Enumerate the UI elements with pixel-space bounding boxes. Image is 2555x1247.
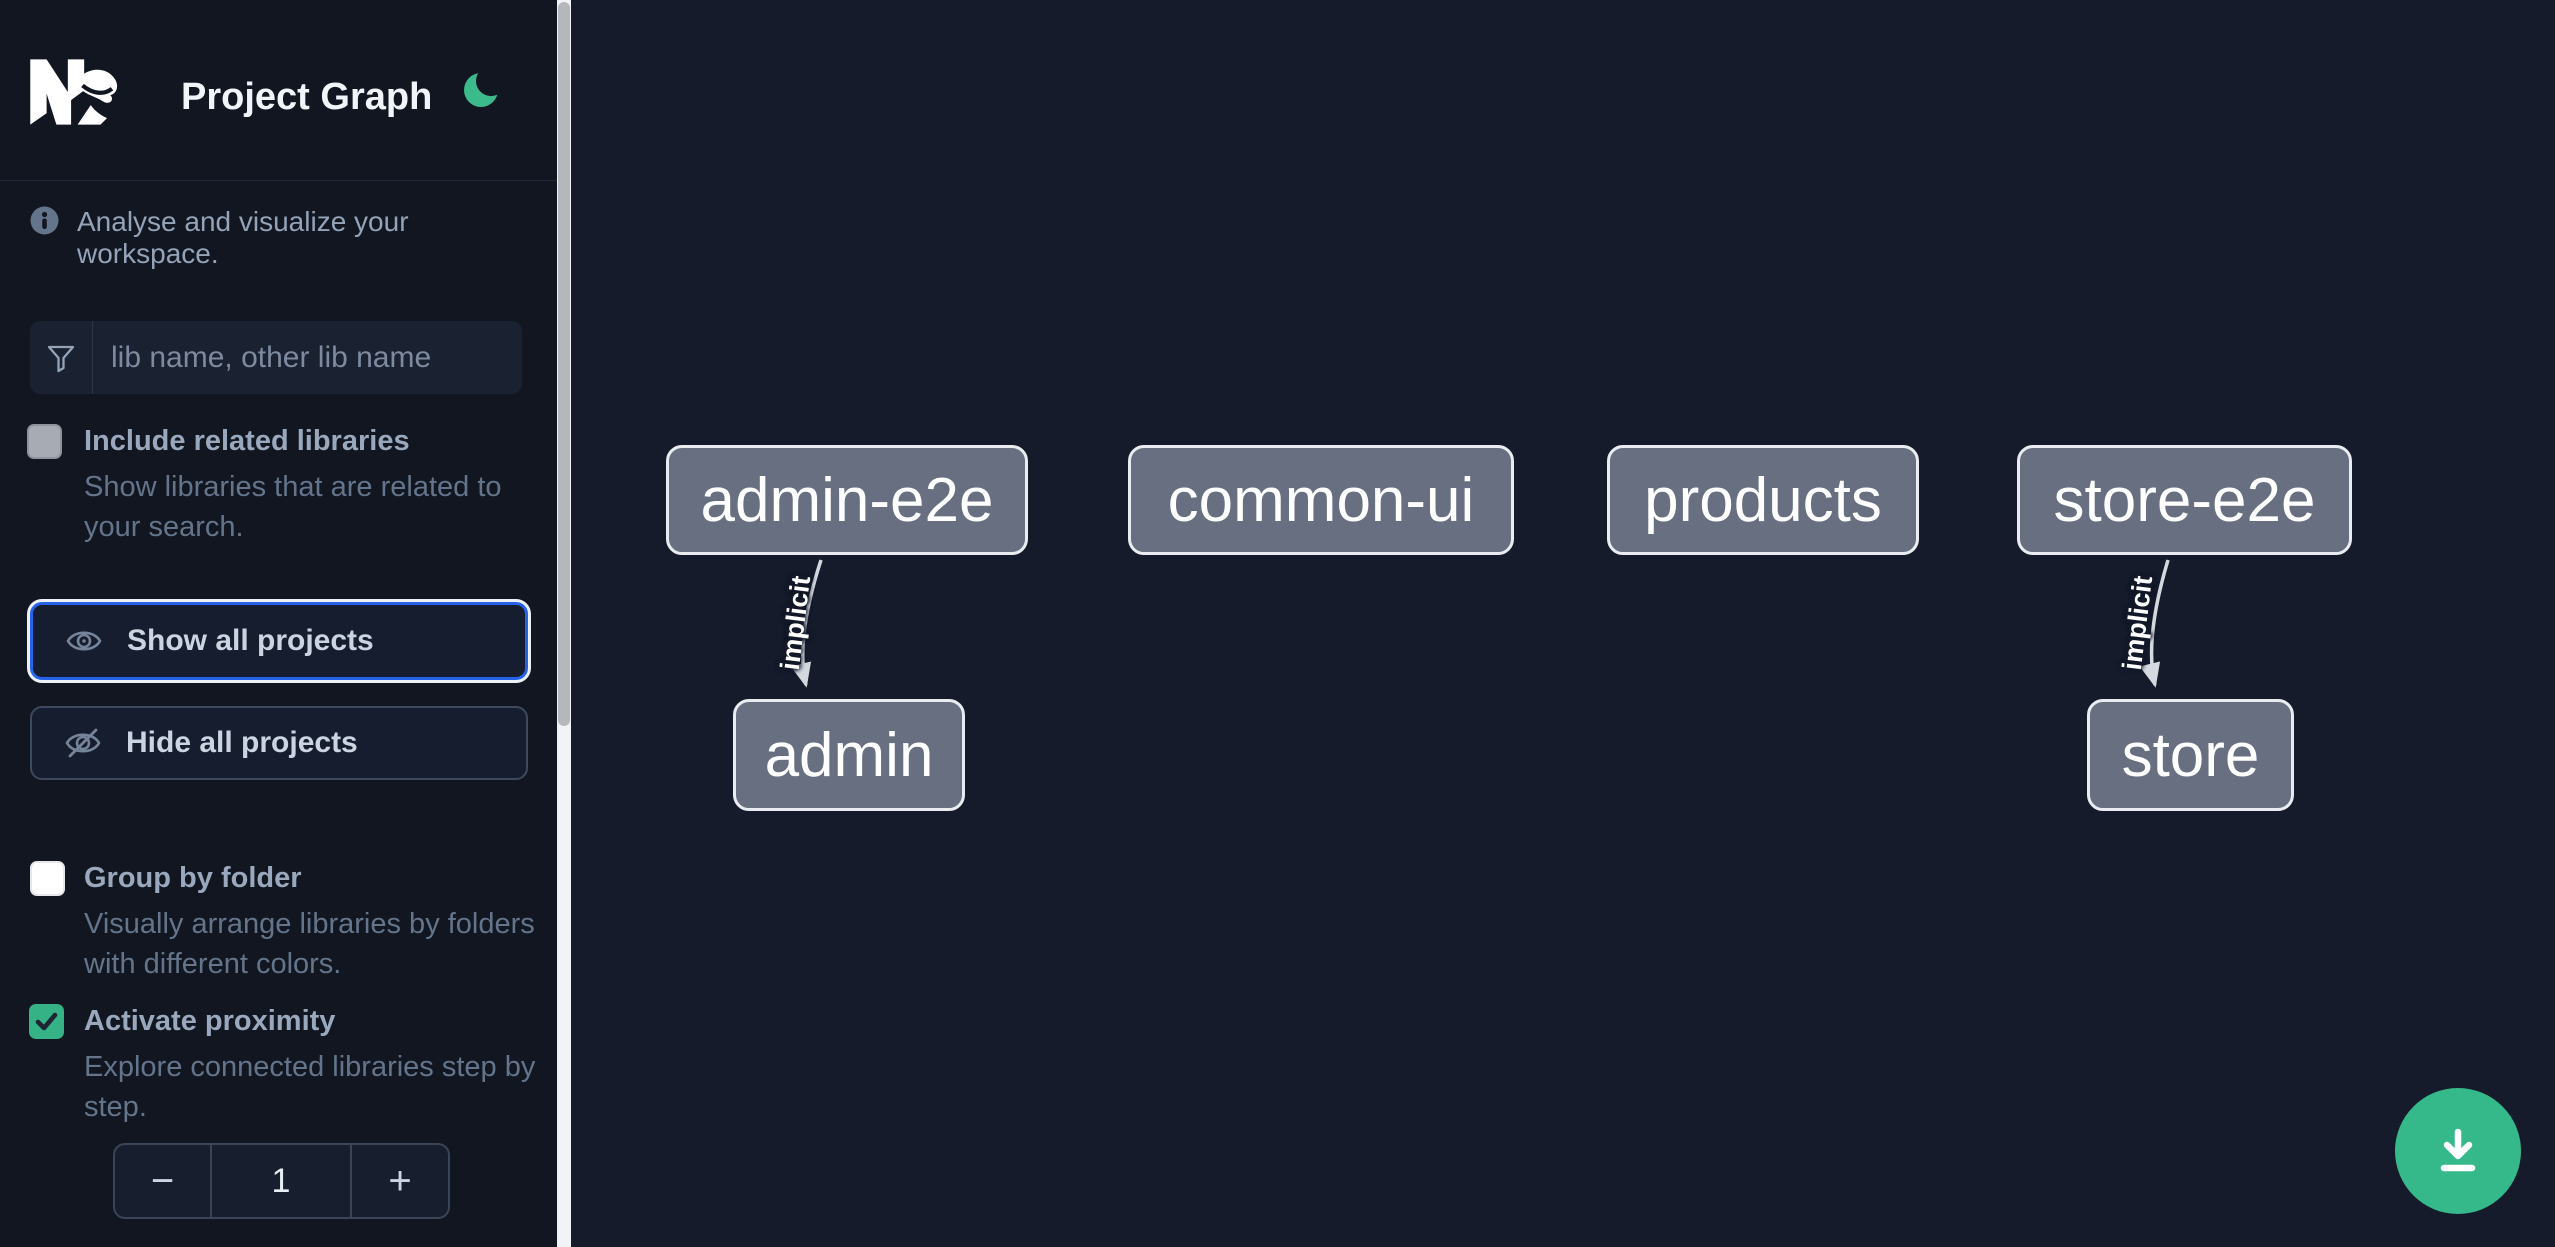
include-related-label: Include related libraries	[84, 425, 410, 457]
theme-toggle-moon-icon[interactable]	[462, 66, 506, 110]
eye-icon	[66, 631, 102, 651]
sidebar-scrollbar[interactable]	[557, 0, 571, 1247]
increment-button[interactable]: +	[388, 1158, 412, 1203]
graph-node-store-e2e[interactable]: store-e2e	[2017, 445, 2352, 555]
include-related-description: Show libraries that are related to your …	[84, 471, 502, 543]
activate-proximity-checkbox[interactable]	[29, 1004, 64, 1039]
proximity-depth-value: 1	[210, 1145, 352, 1217]
sidebar-header: Project Graph	[0, 0, 557, 181]
scrollbar-thumb[interactable]	[558, 2, 570, 726]
graph-node-common-ui[interactable]: common-ui	[1128, 445, 1514, 555]
intro-text: Analyse and visualize your workspace.	[77, 206, 409, 269]
node-label: products	[1644, 465, 1882, 535]
eye-off-icon	[65, 728, 101, 758]
node-label: admin-e2e	[700, 465, 994, 535]
graph-node-products[interactable]: products	[1607, 445, 1919, 555]
graph-node-store[interactable]: store	[2087, 699, 2294, 811]
edge-admin-e2e-to-admin	[790, 559, 823, 688]
search-box	[30, 321, 522, 394]
graph-node-admin-e2e[interactable]: admin-e2e	[666, 445, 1028, 555]
node-label: store	[2121, 720, 2260, 790]
activate-proximity-description: Explore connected libraries step by step…	[84, 1051, 536, 1123]
filter-funnel-icon	[47, 345, 75, 372]
nx-logo-icon	[30, 59, 118, 125]
decrement-button[interactable]: −	[150, 1158, 175, 1203]
group-by-folder-label: Group by folder	[84, 862, 302, 894]
search-input[interactable]	[93, 321, 522, 394]
download-graph-button[interactable]	[2395, 1088, 2521, 1214]
checkmark-icon	[35, 1012, 58, 1031]
edge-store-e2e-to-store	[2139, 559, 2170, 688]
download-icon	[2440, 1128, 2476, 1172]
include-related-checkbox[interactable]	[27, 424, 62, 459]
filter-funnel-cell	[30, 321, 93, 394]
show-all-projects-button[interactable]: Show all projects	[30, 602, 528, 680]
node-label: store-e2e	[2053, 465, 2316, 535]
node-label: admin	[764, 720, 934, 790]
hide-all-projects-button[interactable]: Hide all projects	[30, 706, 528, 780]
proximity-depth-stepper: − 1 +	[113, 1143, 450, 1219]
page-title: Project Graph	[181, 76, 433, 118]
group-by-folder-description: Visually arrange libraries by folders wi…	[84, 908, 535, 980]
group-by-folder-checkbox[interactable]	[30, 861, 65, 896]
info-icon	[30, 206, 59, 235]
node-label: common-ui	[1167, 465, 1475, 535]
project-graph-canvas[interactable]: admin-e2e common-ui products store-e2e a…	[571, 0, 2555, 1247]
sidebar: Project Graph Analyse and visualize your…	[0, 0, 557, 1247]
graph-node-admin[interactable]: admin	[733, 699, 965, 811]
show-all-projects-label: Show all projects	[127, 624, 374, 657]
graph-edges	[790, 559, 2170, 688]
hide-all-projects-label: Hide all projects	[126, 726, 358, 759]
activate-proximity-label: Activate proximity	[84, 1005, 336, 1037]
